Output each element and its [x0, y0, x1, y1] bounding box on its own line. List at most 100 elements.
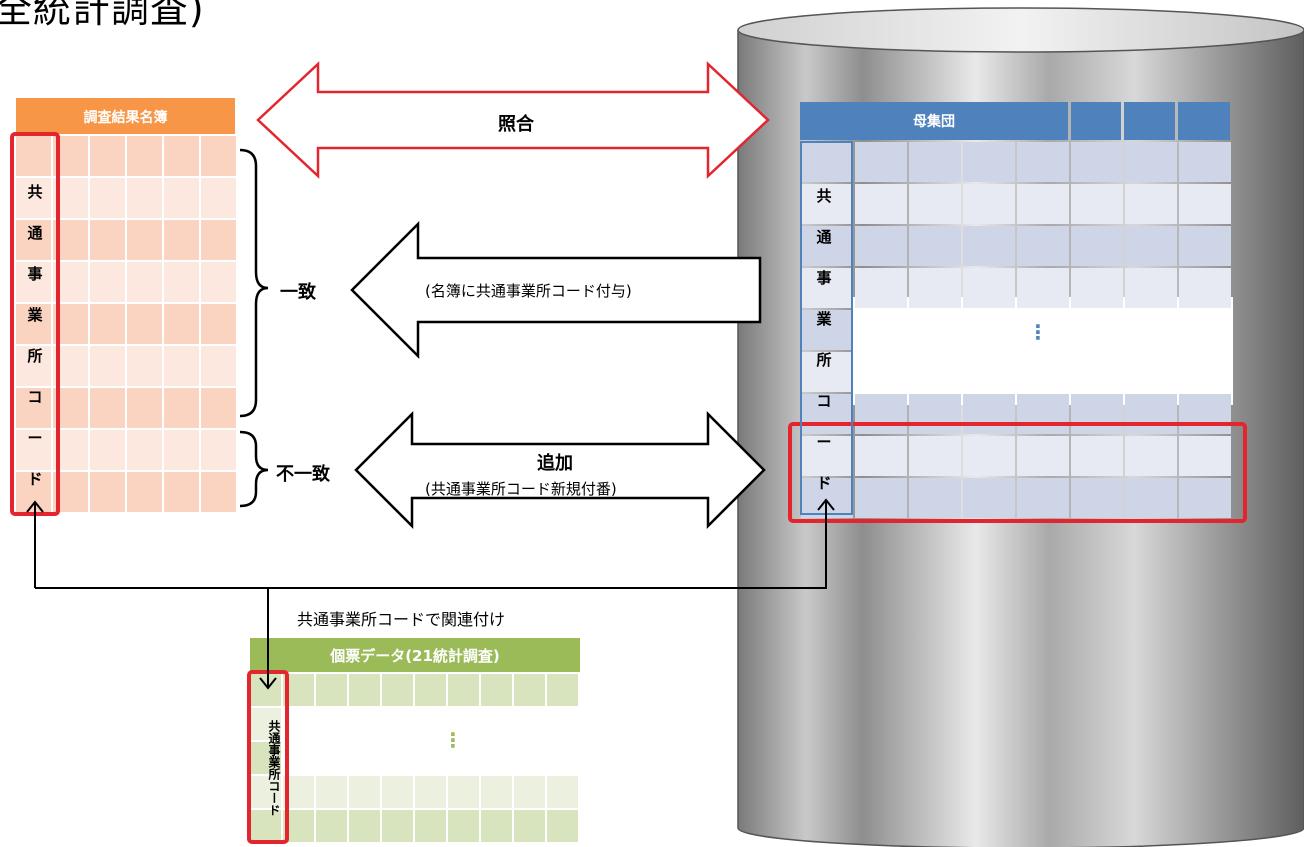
- table-cell: [1071, 142, 1123, 182]
- table-cell: [1179, 394, 1231, 434]
- table-cell: [201, 304, 236, 344]
- table-cell: [1179, 226, 1231, 266]
- table-cell: [1125, 184, 1177, 224]
- survey-list-header: 調査結果名簿: [83, 110, 168, 126]
- table-cell: [963, 226, 1015, 266]
- table-cell: [164, 388, 199, 428]
- table-cell: [349, 776, 380, 808]
- table-cell: [16, 388, 51, 428]
- table-cell: [963, 184, 1015, 224]
- table-cell: [382, 674, 413, 706]
- table-cell: [909, 478, 961, 518]
- table-cell: [164, 262, 199, 302]
- table-cell: [1071, 268, 1123, 308]
- table-cell: [514, 674, 545, 706]
- table-cell: [164, 346, 199, 386]
- table-cell: [547, 776, 578, 808]
- table-cell: [415, 776, 446, 808]
- table-cell: [90, 472, 125, 512]
- table-cell: [90, 388, 125, 428]
- table-cell: [514, 810, 545, 842]
- table-cell: [1071, 226, 1123, 266]
- table-cell: [16, 136, 51, 176]
- table-cell: [250, 708, 281, 740]
- agree-brace: [239, 148, 269, 418]
- table-cell: [127, 346, 162, 386]
- table-cell: [250, 742, 281, 774]
- table-cell: [801, 142, 853, 182]
- individual-data-header: 個票データ(21統計調査): [330, 647, 500, 665]
- table-cell: [164, 304, 199, 344]
- table-cell: [448, 776, 479, 808]
- table-cell: [16, 430, 51, 470]
- table-cell: [127, 430, 162, 470]
- table-cell: [127, 262, 162, 302]
- table-cell: [963, 436, 1015, 476]
- table-cell: [201, 262, 236, 302]
- population-table: [800, 102, 1233, 518]
- table-cell: [481, 776, 512, 808]
- table-cell: [801, 268, 853, 308]
- match-label: 照合: [498, 114, 534, 135]
- table-cell: [1017, 478, 1069, 518]
- table-cell: [164, 472, 199, 512]
- table-cell: [1125, 142, 1177, 182]
- table-cell: [963, 268, 1015, 308]
- table-cell: [201, 346, 236, 386]
- table-cell: [16, 346, 51, 386]
- table-cell: [201, 220, 236, 260]
- match-double-arrow: [256, 61, 770, 179]
- table-cell: [1179, 436, 1231, 476]
- table-cell: [415, 810, 446, 842]
- agree-arrow-label: (名簿に共通事業所コード付与): [425, 282, 632, 300]
- table-cell: [16, 304, 51, 344]
- table-cell: [801, 436, 853, 476]
- table-cell: [250, 776, 281, 808]
- table-cell: [1071, 478, 1123, 518]
- table-cell: [855, 268, 907, 308]
- table-cell: [1179, 184, 1231, 224]
- individual-code-vertical-label: 共通事業所コード: [267, 720, 281, 816]
- table-cell: [1179, 142, 1231, 182]
- table-cell: [1125, 436, 1177, 476]
- table-cell: [909, 436, 961, 476]
- table-cell: [963, 478, 1015, 518]
- table-cell: [1017, 268, 1069, 308]
- table-cell: [909, 142, 961, 182]
- table-cell: [250, 810, 281, 842]
- disagree-label: 不一致: [276, 464, 330, 485]
- table-cell: [164, 136, 199, 176]
- table-cell: [1179, 268, 1231, 308]
- added-rows-highlight: [788, 422, 1247, 523]
- table-cell: [16, 178, 51, 218]
- table-cell: [164, 178, 199, 218]
- table-cell: [801, 310, 853, 350]
- survey-code-vertical-label: 共 通 事 業 所 コ ー ド: [27, 183, 43, 488]
- table-cell: [90, 346, 125, 386]
- table-cell: [448, 674, 479, 706]
- table-cell: [855, 436, 907, 476]
- table-cell: [1125, 268, 1177, 308]
- individual-ellipsis: ⋮: [443, 728, 463, 752]
- table-cell: [349, 674, 380, 706]
- table-cell: [1071, 436, 1123, 476]
- table-cell: [382, 776, 413, 808]
- table-cell: [415, 674, 446, 706]
- table-cell: [481, 810, 512, 842]
- table-cell: [448, 810, 479, 842]
- table-cell: [801, 352, 853, 392]
- table-cell: [1017, 226, 1069, 266]
- table-cell: [16, 220, 51, 260]
- add-label: 追加: [537, 453, 573, 474]
- table-cell: [1017, 436, 1069, 476]
- table-cell: [1017, 394, 1069, 434]
- disagree-brace: [239, 430, 269, 508]
- individual-data-table: [250, 638, 580, 842]
- table-cell: [90, 178, 125, 218]
- table-cell: [801, 394, 853, 434]
- population-code-vertical-label: 共 通 事 業 所 コ ー ド: [816, 187, 832, 492]
- agree-left-arrow: [350, 220, 762, 360]
- survey-list-header-bar: [16, 98, 235, 134]
- table-cell: [164, 220, 199, 260]
- table-cell: [127, 178, 162, 218]
